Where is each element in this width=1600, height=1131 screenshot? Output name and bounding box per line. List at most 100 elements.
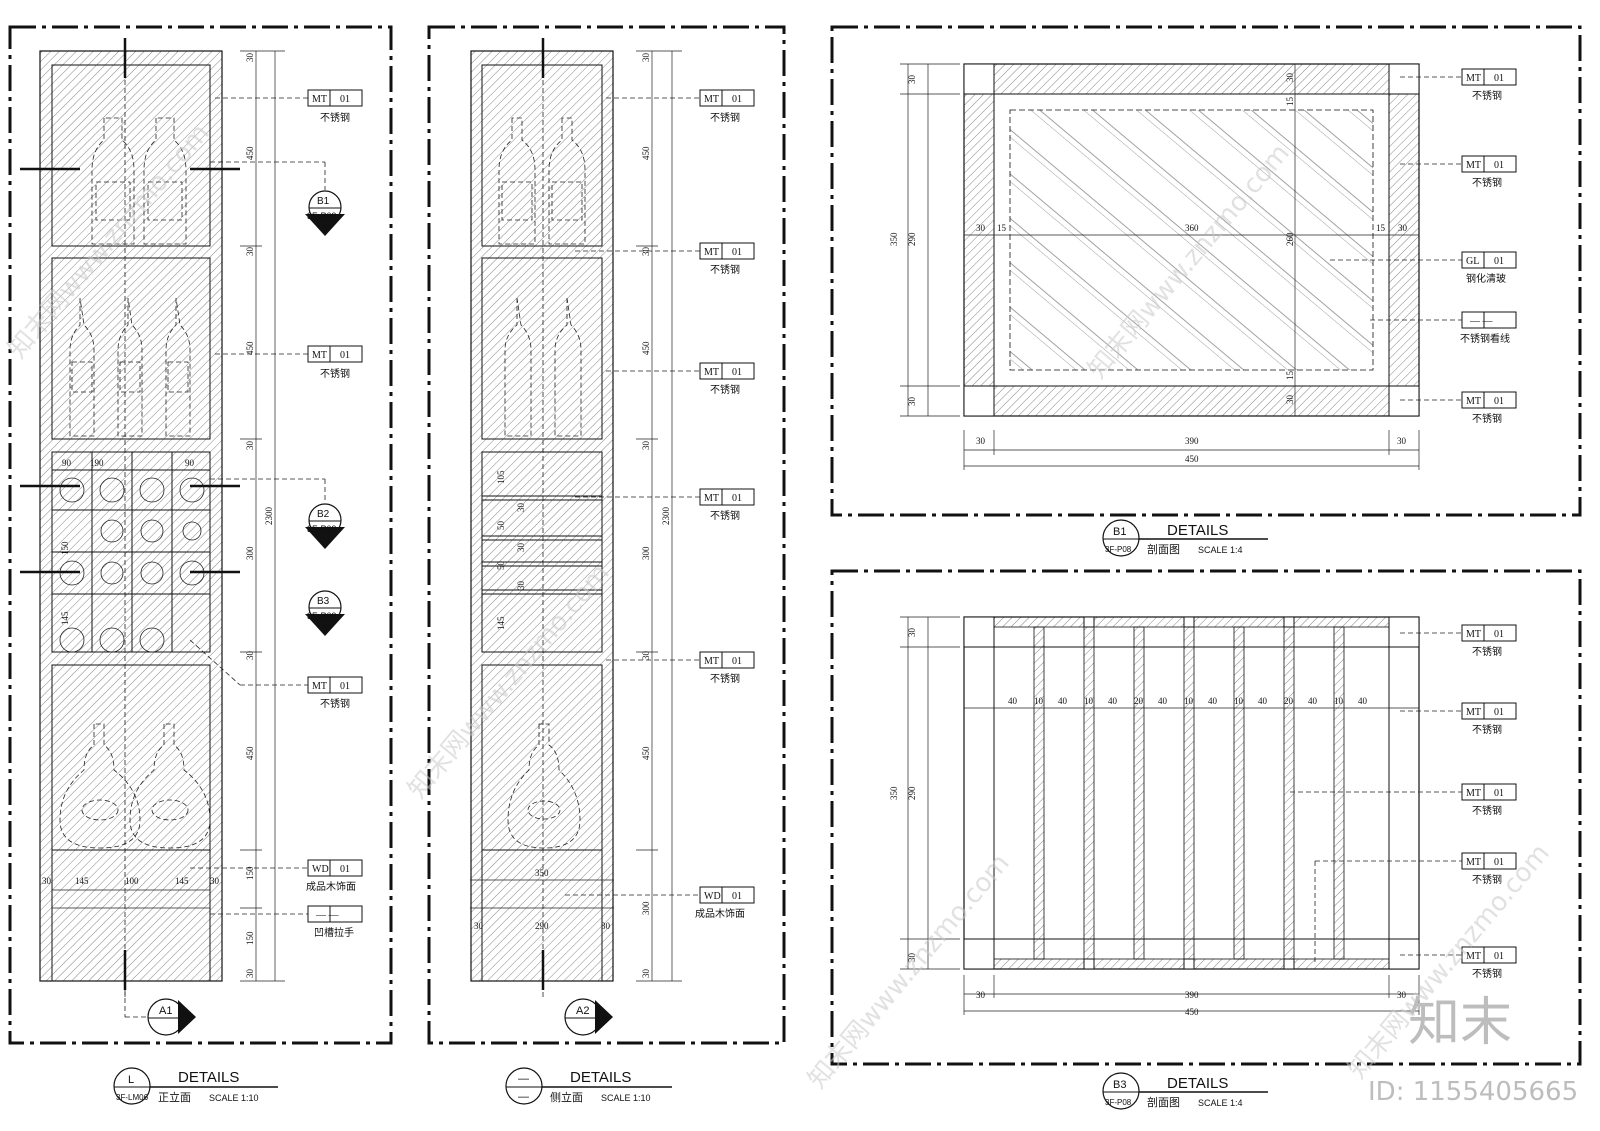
- elevation-marker-a2: [564, 998, 613, 1036]
- marker-b1-ref: 3F-P09: [307, 211, 337, 221]
- marker-b3-ref: 3F-P09: [307, 611, 337, 621]
- b3-tag2-num: 01: [1494, 707, 1504, 718]
- b3-tag3-num: 01: [1494, 788, 1504, 799]
- front-tag2-num: 01: [340, 350, 350, 361]
- front-elevation-cabinet: [20, 38, 240, 1000]
- dim-b1-30f: 30: [1398, 223, 1408, 233]
- b3-tag4-code: MT: [1466, 857, 1481, 868]
- side-tag1-num: 01: [732, 94, 742, 105]
- dim-b3-350: 350: [889, 786, 899, 800]
- dim-front-300: 300: [245, 546, 255, 560]
- dim-front-450b: 450: [245, 341, 255, 355]
- dim-b1-15d: 15: [1285, 371, 1295, 381]
- title-side-name: 侧立面: [550, 1090, 583, 1104]
- dim-b3-40h: 40: [1358, 696, 1368, 706]
- dim-side-30i: 30: [474, 921, 484, 931]
- dim-b1-450: 450: [1185, 454, 1199, 464]
- dim-front-150b: 150: [245, 931, 255, 945]
- dim-b1-290: 290: [907, 232, 917, 246]
- b1-tag4-code: — —: [1469, 316, 1494, 327]
- dim-b3-20a: 20: [1134, 696, 1144, 706]
- b3-tag4-num: 01: [1494, 857, 1504, 868]
- b3-tag2-code: MT: [1466, 707, 1481, 718]
- title-side-details: DETAILS: [570, 1069, 631, 1086]
- b1-tag3-label: 钢化清玻: [1466, 272, 1506, 285]
- dim-side-30f: 30: [516, 503, 526, 513]
- dim-front-150a: 150: [245, 866, 255, 880]
- front-tag5-label: 凹槽拉手: [314, 926, 354, 939]
- b3-tag3-code: MT: [1466, 788, 1481, 799]
- dim-side-300b: 300: [641, 901, 651, 915]
- section-marker-b1: [210, 161, 345, 236]
- b3-tag5-label: 不锈钢: [1472, 967, 1502, 980]
- b3-tag1-code: MT: [1466, 629, 1481, 640]
- dim-b3-40d: 40: [1158, 696, 1168, 706]
- dim-front-190: 190: [90, 458, 104, 468]
- watermark-text-3: 知末网www.znzmo.com: [802, 848, 1015, 1094]
- side-tag5-label: 不锈钢: [710, 672, 740, 685]
- marker-a1-label: A1: [159, 1005, 172, 1017]
- dim-b1-15c: 15: [1285, 97, 1295, 107]
- side-tag5-code: MT: [704, 656, 719, 667]
- front-material-tags: [189, 89, 363, 923]
- dim-front-30b: 30: [245, 247, 255, 257]
- side-bottles: [498, 117, 586, 849]
- title-b1-ref: 3F-P08: [1105, 545, 1132, 554]
- watermark-logo: 知末: [1408, 993, 1512, 1053]
- dim-front-450c: 450: [245, 746, 255, 760]
- section-marker-b2: [210, 478, 345, 549]
- b1-tag2-label: 不锈钢: [1472, 176, 1502, 189]
- b1-tag3-code: GL: [1466, 256, 1479, 267]
- title-side-id: —: [518, 1073, 529, 1085]
- dim-b1-260: 260: [1285, 232, 1295, 246]
- dim-front-2300: 2300: [264, 507, 274, 526]
- dim-b3-40c: 40: [1108, 696, 1118, 706]
- side-tag1-code: MT: [704, 94, 719, 105]
- dim-b3-10a: 10: [1034, 696, 1044, 706]
- front-tag3-num: 01: [340, 681, 350, 692]
- front-tag4-label: 成品木饰面: [306, 880, 356, 893]
- dim-b1-30a: 30: [907, 75, 917, 85]
- side-tag6-num: 01: [732, 891, 742, 902]
- dim-side-290: 290: [535, 921, 549, 931]
- b3-tag2-label: 不锈钢: [1472, 723, 1502, 736]
- dim-b3-30b: 30: [907, 953, 917, 963]
- b1-tag3-num: 01: [1494, 256, 1504, 267]
- dim-b1-30h: 30: [1285, 395, 1295, 405]
- front-dimension-chain: [240, 50, 285, 982]
- title-b3-scale: SCALE 1:4: [1198, 1098, 1243, 1108]
- b3-tag3-label: 不锈钢: [1472, 804, 1502, 817]
- section-marker-b3: [305, 590, 345, 636]
- b3-tag5-num: 01: [1494, 951, 1504, 962]
- title-side-scale: SCALE 1:10: [601, 1093, 651, 1103]
- b1-tag4-label: 不锈钢看线: [1460, 332, 1510, 345]
- b1-tag5-label: 不锈钢: [1472, 412, 1502, 425]
- b3-tag5-code: MT: [1466, 951, 1481, 962]
- front-tag4-num: 01: [340, 864, 350, 875]
- dim-b3-40a: 40: [1008, 696, 1018, 706]
- title-l-ref: 3F-LM06: [116, 1093, 149, 1102]
- section-b3-tags: [1290, 624, 1517, 965]
- dim-front-30c: 30: [245, 441, 255, 451]
- dim-side-30b: 30: [641, 247, 651, 257]
- dim-side-300a: 300: [641, 546, 651, 560]
- bottles-middle-shelf: [69, 297, 191, 437]
- frame-section-b1: [830, 25, 1582, 517]
- dim-b3-40f: 40: [1258, 696, 1268, 706]
- bottles-bottom-shelf: [59, 723, 211, 849]
- front-tag3-label: 不锈钢: [320, 697, 350, 710]
- front-tag2-label: 不锈钢: [320, 367, 350, 380]
- front-tag4-code: WD: [312, 864, 329, 875]
- b3-tag1-label: 不锈钢: [1472, 645, 1502, 658]
- front-tag1-label: 不锈钢: [320, 111, 350, 124]
- dim-b3-40e: 40: [1208, 696, 1218, 706]
- title-side-elevation: [505, 1067, 672, 1105]
- dim-front-145a: 145: [60, 611, 70, 625]
- dim-b3-10c: 10: [1184, 696, 1194, 706]
- dim-front-30d: 30: [245, 651, 255, 661]
- dim-front-150c: 150: [60, 541, 70, 555]
- title-b3-id: B3: [1113, 1079, 1126, 1091]
- b3-tag4-label: 不锈钢: [1472, 873, 1502, 886]
- dim-b3-10d: 10: [1234, 696, 1244, 706]
